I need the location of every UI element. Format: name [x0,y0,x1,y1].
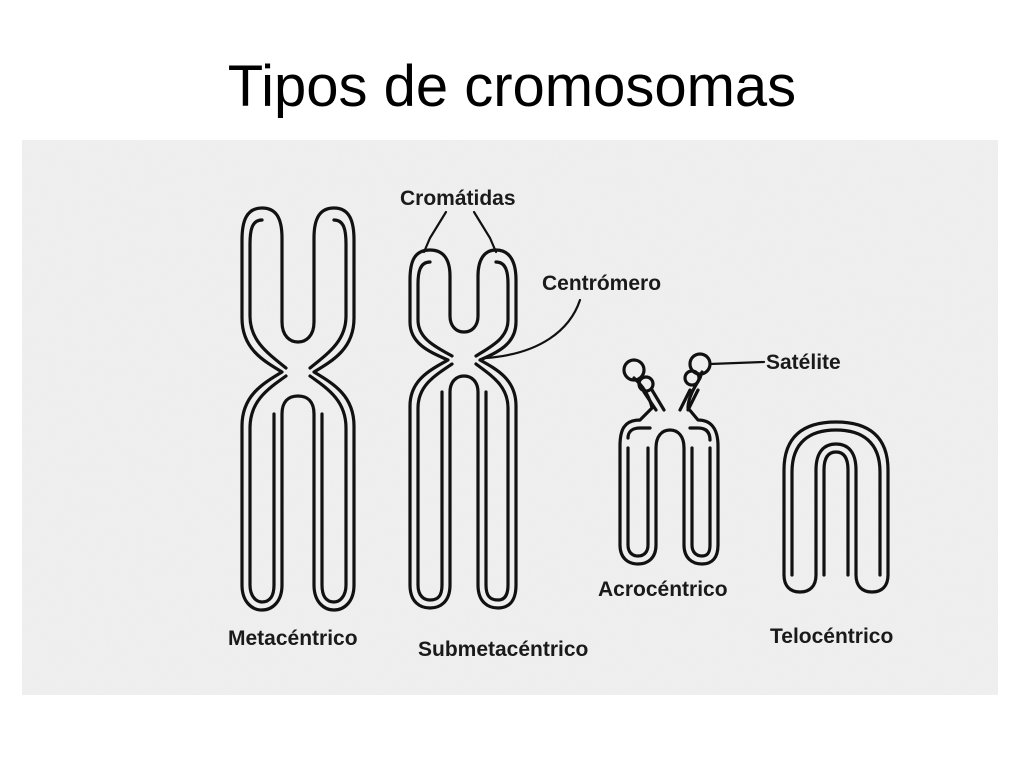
centromero-pointer [484,298,582,360]
label-telocentrico: Telocéntrico [770,625,893,648]
slide-title: Tipos de cromosomas [227,54,797,119]
telocentric-chromosome [782,420,890,594]
label-acrocentrico: Acrocéntrico [598,578,728,601]
metacentric-chromosome [240,206,356,612]
cromatidas-pointer-right [472,210,498,254]
satelite-pointer [708,360,766,366]
label-centromero: Centrómero [542,272,661,295]
label-metacentrico: Metacéntrico [228,627,358,650]
label-satelite: Satélite [766,351,841,374]
cromatidas-pointer-left [422,210,448,254]
label-cromatidas: Cromátidas [400,187,516,210]
submetacentric-chromosome [408,248,518,610]
satellite-knob-left [622,358,646,382]
label-submetacentrico: Submetacéntrico [418,638,588,661]
